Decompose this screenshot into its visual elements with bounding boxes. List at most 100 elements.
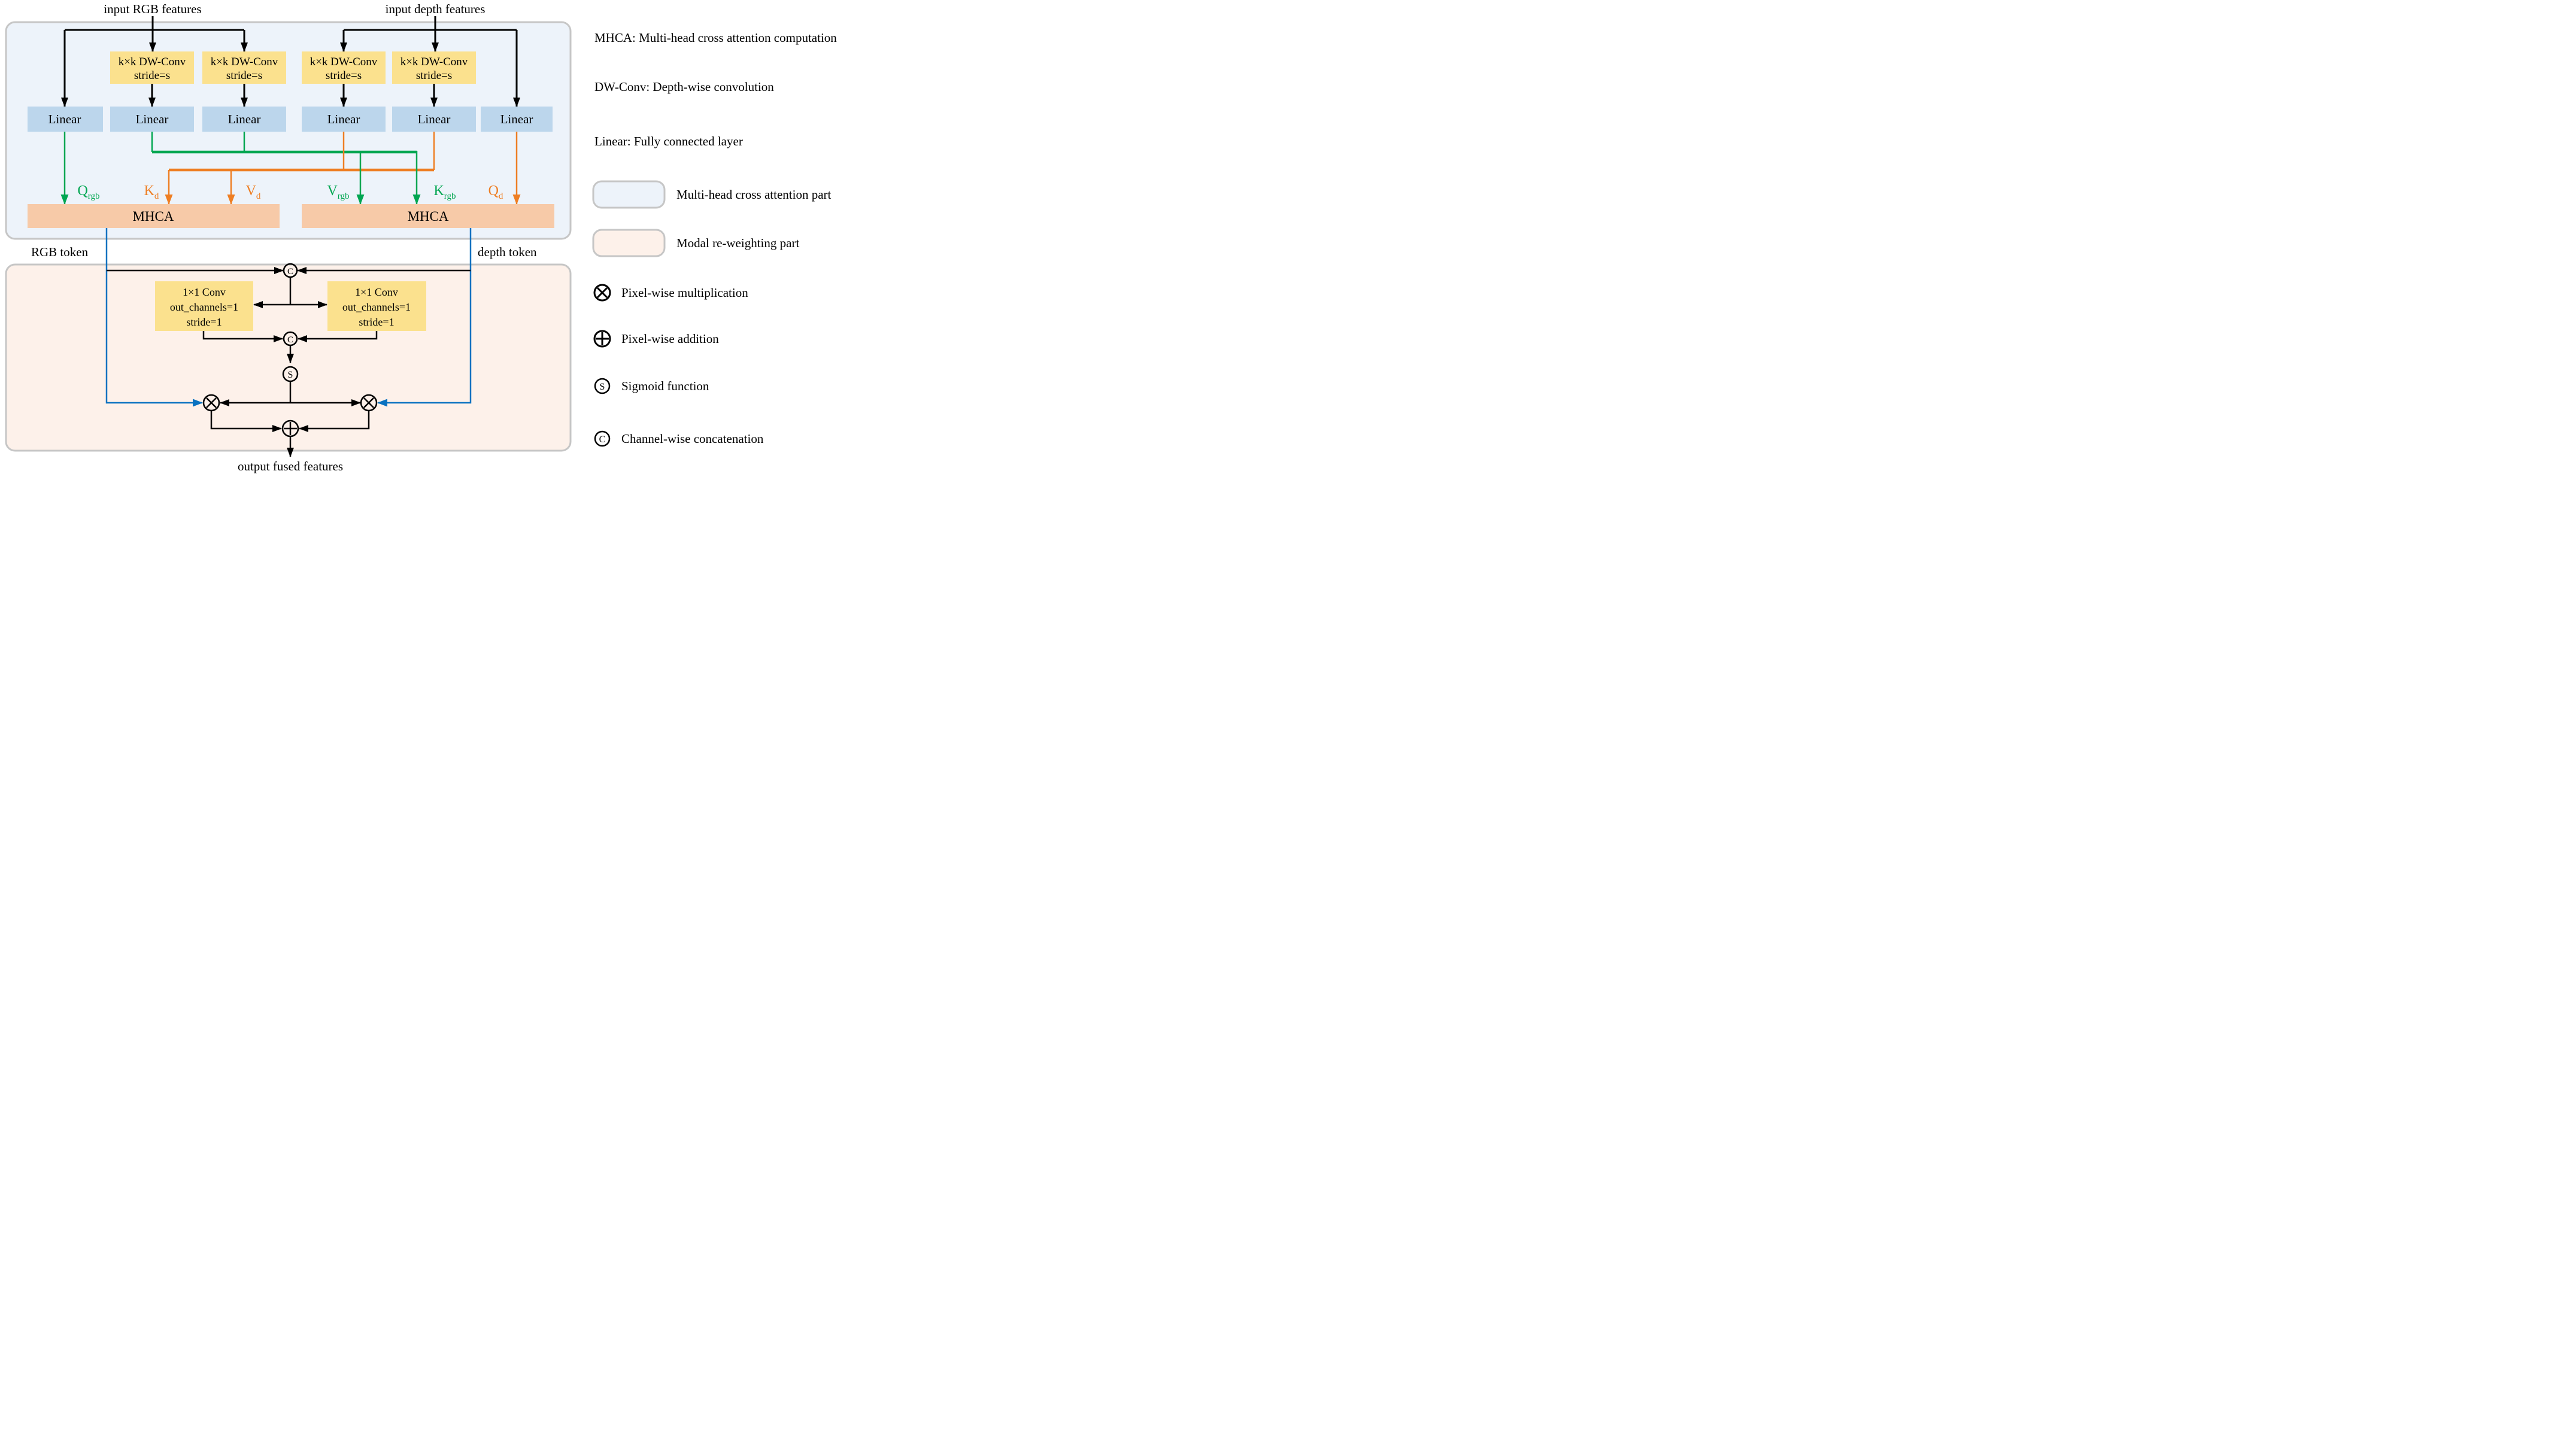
arrow bbox=[210, 411, 282, 432]
add-cross bbox=[284, 422, 297, 435]
legend-item-addition: Pixel-wise addition bbox=[593, 330, 719, 348]
port-sub: rgb bbox=[444, 192, 456, 201]
multiply-circle bbox=[593, 284, 611, 302]
mhca-box-rgb: MHCA bbox=[28, 204, 280, 228]
port-main: V bbox=[246, 183, 257, 199]
concat-to-conv-split bbox=[253, 277, 327, 308]
linear-box-5: Linear bbox=[392, 107, 476, 132]
pixelwise-add-icon bbox=[281, 420, 299, 437]
multiply-cross bbox=[206, 397, 217, 408]
legend-label: Sigmoid function bbox=[621, 379, 709, 393]
green-routing-arrows bbox=[60, 132, 421, 205]
depth-token-label: depth token bbox=[478, 245, 537, 259]
legend-item-modal-part: Modal re-weighting part bbox=[592, 229, 799, 257]
port-label-v-rgb: Vrgb bbox=[327, 183, 349, 201]
port-label-k-d: Kd bbox=[144, 183, 159, 201]
depth-input-split-lines bbox=[340, 16, 520, 107]
conv1x1-line2: out_channels=1 bbox=[170, 301, 238, 313]
rgb-input-split-lines bbox=[61, 16, 248, 107]
port-main: V bbox=[327, 183, 338, 199]
dwconv-to-linear-arrows bbox=[148, 84, 438, 107]
linear-label: Linear bbox=[136, 112, 169, 126]
dwconv-line1: k×k DW-Conv bbox=[310, 56, 378, 68]
dwconv-line1: k×k DW-Conv bbox=[119, 56, 186, 68]
legend-swatch-peach bbox=[592, 229, 666, 257]
sigmoid-circle bbox=[594, 378, 611, 394]
port-sub: rgb bbox=[338, 192, 350, 201]
token-lines bbox=[105, 228, 472, 407]
sigmoid-letter: S bbox=[288, 370, 293, 380]
legend-def-mhca: MHCA: Multi-head cross attention computa… bbox=[594, 31, 837, 45]
modal-reweighting-panel bbox=[5, 263, 572, 452]
pixelwise-multiply-icon bbox=[593, 284, 611, 302]
pixelwise-add-icon bbox=[593, 330, 611, 348]
linear-label: Linear bbox=[228, 112, 261, 126]
legend-item-sigmoid: S Sigmoid function bbox=[594, 378, 709, 394]
port-sub: d bbox=[154, 192, 159, 201]
port-sub: d bbox=[256, 192, 261, 201]
dwconv-line2: stride=s bbox=[326, 69, 362, 82]
sigmoid-to-multiply-lines bbox=[220, 381, 361, 406]
dwconv-box-rgb-1: k×k DW-Conv stride=s bbox=[110, 51, 194, 84]
conv1x1-line1: 1×1 Conv bbox=[183, 286, 226, 298]
linear-label: Linear bbox=[500, 112, 533, 126]
linear-box-6: Linear bbox=[481, 107, 553, 132]
linear-rect bbox=[28, 107, 103, 132]
conv1x1-line3: stride=1 bbox=[186, 316, 222, 328]
conv-to-concat2-lines bbox=[202, 331, 378, 342]
mhca-box-depth: MHCA bbox=[302, 204, 554, 228]
dwconv-rect bbox=[202, 51, 286, 84]
legend: MHCA: Multi-head cross attention computa… bbox=[592, 31, 837, 447]
rgb-token-line bbox=[105, 228, 203, 407]
input-rgb-label: input RGB features bbox=[104, 2, 201, 16]
concat-letter: C bbox=[287, 267, 293, 277]
figure-canvas: input RGB features input depth features … bbox=[0, 0, 858, 477]
architecture-diagram: input RGB features input depth features … bbox=[5, 2, 837, 473]
multiply-cross bbox=[596, 287, 608, 299]
legend-label: Pixel-wise addition bbox=[621, 332, 719, 346]
legend-label: Multi-head cross attention part bbox=[676, 187, 832, 202]
linear-box-4: Linear bbox=[302, 107, 386, 132]
conv1x1-line2: out_channels=1 bbox=[342, 301, 411, 313]
legend-def-linear: Linear: Fully connected layer bbox=[594, 134, 743, 148]
sigmoid-letter: S bbox=[600, 382, 605, 392]
legend-label: Channel-wise concatenation bbox=[621, 432, 764, 446]
conv1x1-rect bbox=[155, 281, 253, 331]
linear-box-3: Linear bbox=[202, 107, 286, 132]
conv1x1-box-left: 1×1 Conv out_channels=1 stride=1 bbox=[155, 281, 253, 331]
concat-circle bbox=[594, 430, 611, 447]
dwconv-box-depth-1: k×k DW-Conv stride=s bbox=[302, 51, 386, 84]
port-label-q-rgb: Qrgb bbox=[77, 183, 99, 201]
port-label-q-d: Qd bbox=[489, 183, 503, 201]
legend-label: Modal re-weighting part bbox=[676, 236, 799, 250]
port-sub: rgb bbox=[88, 192, 100, 201]
depth-token-line bbox=[377, 228, 472, 407]
legend-swatch-blue bbox=[592, 180, 666, 209]
linear-box-1: Linear bbox=[28, 107, 103, 132]
orange-routing-bus bbox=[165, 132, 521, 205]
dwconv-line2: stride=s bbox=[416, 69, 452, 82]
conv1x1-rect bbox=[327, 281, 426, 331]
linear-rect bbox=[302, 107, 386, 132]
mhca-label: MHCA bbox=[407, 209, 448, 224]
legend-def-dwconv: DW-Conv: Depth-wise convolution bbox=[594, 80, 774, 94]
output-label: output fused features bbox=[238, 459, 343, 473]
dwconv-rect bbox=[302, 51, 386, 84]
rgb-token-label: RGB token bbox=[31, 245, 89, 259]
linear-label: Linear bbox=[327, 112, 360, 126]
port-main: K bbox=[433, 183, 444, 199]
linear-label: Linear bbox=[48, 112, 81, 126]
legend-label: Pixel-wise multiplication bbox=[621, 285, 748, 300]
linear-rect bbox=[110, 107, 194, 132]
dwconv-box-rgb-2: k×k DW-Conv stride=s bbox=[202, 51, 286, 84]
mhca-rect bbox=[28, 204, 280, 228]
dwconv-rect bbox=[392, 51, 476, 84]
conv1x1-line3: stride=1 bbox=[359, 316, 394, 328]
arrow bbox=[202, 331, 283, 342]
multiply-to-add-lines bbox=[210, 411, 370, 432]
linear-label: Linear bbox=[418, 112, 451, 126]
linear-box-2: Linear bbox=[110, 107, 194, 132]
port-main: Q bbox=[77, 183, 87, 199]
concat-letter: C bbox=[287, 335, 293, 345]
legend-item-multiplication: Pixel-wise multiplication bbox=[593, 284, 748, 302]
